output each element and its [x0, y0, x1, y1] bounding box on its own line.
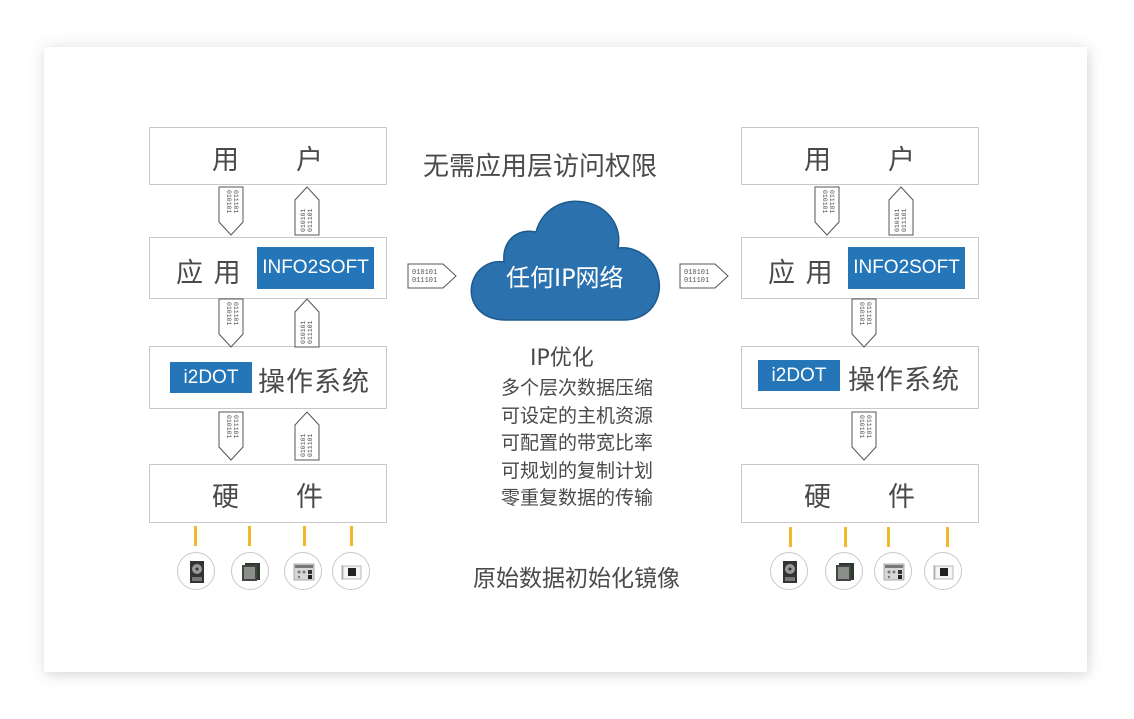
no-app-layer-access-title: 无需应用层访问权限 — [423, 152, 658, 182]
right-os-label: 操作系统 — [848, 365, 960, 396]
left-os-layer: i2DOT 操作系统 — [149, 346, 387, 409]
left-connector-pin — [350, 526, 353, 546]
feature-item: 可规划的复制计划 — [500, 459, 653, 482]
right-app-layer: 应 用 INFO2SOFT — [741, 237, 979, 299]
hard-disk-icon — [177, 552, 215, 590]
binary-line-2: 011101 — [684, 277, 709, 285]
right-os-layer: i2DOT 操作系统 — [741, 346, 979, 409]
right-arrow-down-os-hw: 010101 011101 — [851, 411, 877, 465]
left-user-layer: 用 户 — [149, 127, 387, 185]
right-info2soft-badge: INFO2SOFT — [848, 247, 965, 289]
arrow-cloud-to-right: 010101 011101 — [679, 263, 729, 289]
feature-item: 可设定的主机资源 — [500, 404, 653, 427]
binary-line-2: 011101 — [828, 190, 835, 214]
right-user-label: 用 户 — [804, 145, 916, 176]
binary-line-1: 010101 — [821, 190, 828, 214]
left-arrow-up-app-user: 010101 011101 — [294, 186, 320, 240]
left-arrow-down-user-app: 010101 011101 — [218, 186, 244, 240]
binary-line-1: 010101 — [858, 302, 865, 326]
left-connector-pin — [303, 526, 306, 546]
binary-line-2: 011101 — [307, 208, 314, 232]
binary-line-2: 011101 — [901, 208, 908, 232]
ip-optimization-title: IP优化 — [530, 346, 594, 371]
left-hardware-layer: 硬 件 — [149, 464, 387, 523]
binary-line-1: 010101 — [300, 320, 307, 344]
initial-mirror-title: 原始数据初始化镜像 — [473, 566, 680, 592]
network-card-icon — [332, 552, 370, 590]
feature-item: 可配置的带宽比率 — [500, 432, 653, 454]
binary-line-1: 010101 — [894, 208, 901, 232]
right-connector-pin — [887, 527, 890, 547]
left-connector-pin — [194, 526, 197, 546]
binary-line-2: 011101 — [865, 415, 872, 439]
binary-line-2: 011101 — [232, 302, 239, 326]
cpu-chip-icon — [231, 552, 269, 590]
feature-item: 零重复数据的传输 — [500, 487, 653, 509]
binary-line-1: 010101 — [684, 269, 709, 277]
right-arrow-up-app-user: 010101 011101 — [888, 186, 914, 240]
network-card-icon — [924, 552, 962, 590]
right-user-layer: 用 户 — [741, 127, 979, 185]
any-ip-network-label: 任何IP网络 — [506, 264, 624, 292]
binary-line-2: 011101 — [307, 433, 314, 457]
binary-line-2: 011101 — [307, 320, 314, 344]
right-connector-pin — [946, 527, 949, 547]
binary-line-1: 010101 — [300, 433, 307, 457]
binary-line-2: 011101 — [412, 277, 437, 285]
binary-line-2: 011101 — [232, 415, 239, 439]
left-app-label: 应 用 — [176, 258, 242, 289]
left-info2soft-badge: INFO2SOFT — [257, 247, 374, 289]
binary-line-1: 010101 — [225, 302, 232, 326]
binary-line-1: 010101 — [858, 415, 865, 439]
left-arrow-down-app-os: 010101 011101 — [218, 298, 244, 352]
feature-item: 多个层次数据压缩 — [500, 377, 653, 399]
cloud-icon — [470, 200, 661, 321]
binary-line-1: 010101 — [225, 415, 232, 439]
left-app-layer: 应 用 INFO2SOFT — [149, 237, 387, 299]
binary-line-1: 010101 — [300, 208, 307, 232]
right-i2dot-badge: i2DOT — [758, 360, 840, 391]
motherboard-icon — [874, 552, 912, 590]
binary-line-1: 010101 — [412, 269, 437, 277]
motherboard-icon — [284, 552, 322, 590]
hard-disk-icon — [770, 552, 808, 590]
right-arrow-down-app-os: 010101 011101 — [851, 298, 877, 352]
arrow-left-to-cloud: 010101 011101 — [407, 263, 457, 289]
right-hardware-layer: 硬 件 — [741, 464, 979, 523]
cpu-chip-icon — [825, 552, 863, 590]
left-connector-pin — [248, 526, 251, 546]
binary-line-1: 010101 — [225, 190, 232, 214]
binary-line-2: 011101 — [865, 302, 872, 326]
right-connector-pin — [789, 527, 792, 547]
left-hardware-label: 硬 件 — [212, 482, 324, 513]
right-arrow-down-user-app: 010101 011101 — [814, 186, 840, 240]
right-hardware-label: 硬 件 — [804, 482, 916, 513]
left-arrow-up-os-app: 010101 011101 — [294, 298, 320, 352]
left-i2dot-badge: i2DOT — [170, 362, 252, 393]
binary-line-2: 011101 — [232, 190, 239, 214]
left-arrow-down-os-hw: 010101 011101 — [218, 411, 244, 465]
right-connector-pin — [844, 527, 847, 547]
left-os-label: 操作系统 — [258, 367, 370, 398]
left-user-label: 用 户 — [212, 145, 324, 176]
right-app-label: 应 用 — [768, 258, 834, 289]
left-arrow-up-hw-os: 010101 011101 — [294, 411, 320, 465]
